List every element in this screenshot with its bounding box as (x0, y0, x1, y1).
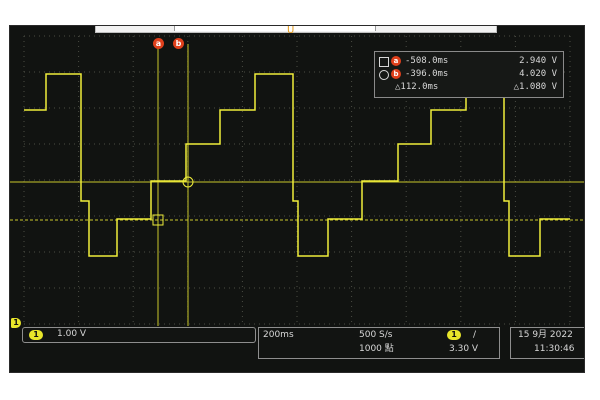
sample-rate: 500 S/s (359, 330, 393, 340)
cursor-a-readout: a -508.0ms 2.940 V (379, 55, 557, 68)
delta-voltage: △1.080 V (513, 82, 557, 92)
trigger-level: 3.30 V (449, 344, 479, 354)
record-position-bar[interactable] (95, 26, 497, 33)
cursor-b-label[interactable]: b (173, 38, 184, 49)
cursor-a-voltage: 2.940 V (519, 56, 557, 66)
cursor-a-time: -508.0ms (405, 56, 449, 66)
trigger-marker-icon[interactable]: U (287, 26, 295, 36)
cursor-a-badge: a (391, 56, 401, 66)
cursor-a-label[interactable]: a (153, 38, 164, 49)
waveform-display (10, 35, 584, 326)
timebase-scale: 200ms (263, 330, 294, 340)
delta-time: △112.0ms (395, 82, 439, 92)
trigger-source-badge: 1 (447, 330, 461, 340)
cursor-square-icon (152, 214, 164, 226)
status-bar: 1 1.00 V 200ms 500 S/s 1000 點 1 / 3.30 V… (10, 327, 584, 359)
cursor-readout-panel: a -508.0ms 2.940 V b -396.0ms 4.020 V △1… (374, 51, 564, 98)
date-time-panel: 15 9月 2022 11:30:46 (510, 327, 584, 359)
record-window-indicator (174, 26, 376, 31)
channel-1-scale: 1.00 V (57, 329, 87, 339)
cursor-b-voltage: 4.020 V (519, 69, 557, 79)
cursor-b-time: -396.0ms (405, 69, 449, 79)
channel-1-settings[interactable]: 1 1.00 V (22, 327, 256, 343)
date: 15 9月 2022 (518, 330, 573, 340)
channel-1-marker-icon[interactable]: 1 (11, 318, 21, 328)
cursor-circle-icon (379, 70, 389, 80)
clock: 11:30:46 (534, 344, 575, 354)
oscilloscope-screen: U a b a -508.0ms 2.940 V b -396.0ms 4.02… (10, 26, 584, 372)
timebase-trigger-panel[interactable]: 200ms 500 S/s 1000 點 1 / 3.30 V (258, 327, 500, 359)
cursor-b-badge: b (391, 69, 401, 79)
record-length: 1000 點 (359, 344, 394, 354)
cursor-circle-icon (182, 176, 194, 188)
cursor-b-readout: b -396.0ms 4.020 V (379, 68, 557, 81)
cursor-delta-readout: △112.0ms △1.080 V (379, 81, 557, 94)
cursor-square-icon (379, 57, 389, 67)
trigger-slope-icon: / (473, 330, 477, 340)
graticule (23, 35, 571, 325)
channel-1-badge: 1 (29, 330, 43, 340)
